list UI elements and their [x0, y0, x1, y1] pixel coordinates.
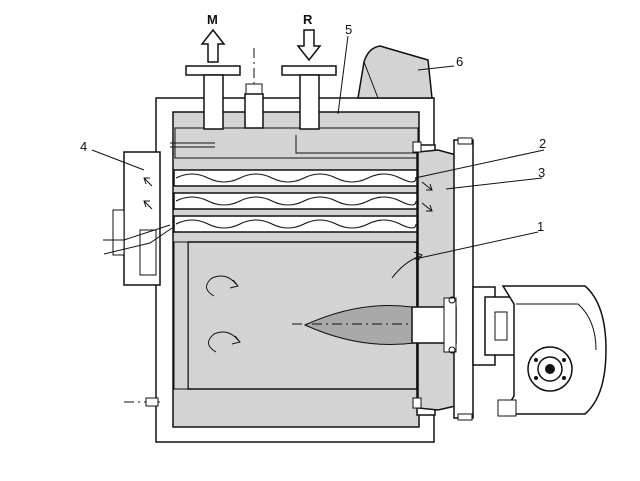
outlet-label: M — [207, 12, 218, 27]
turbulator-3 — [175, 219, 417, 229]
callout-5: 5 — [345, 22, 352, 37]
burner-motor — [527, 346, 573, 392]
flow-pipe — [185, 65, 241, 130]
return-pipe — [281, 65, 337, 130]
smoke-box — [103, 151, 173, 286]
burner-assembly — [411, 285, 607, 417]
front-door — [412, 137, 474, 421]
callout-4: 4 — [80, 139, 87, 154]
sensor-well — [244, 83, 264, 129]
fire-tube-passes — [173, 169, 419, 233]
control-panel — [357, 45, 433, 99]
turbulator-2 — [175, 196, 417, 206]
return-label: R — [303, 12, 313, 27]
turbulator-1 — [175, 173, 417, 183]
callout-2: 2 — [539, 136, 546, 151]
callout-3: 3 — [538, 165, 545, 180]
callout-6: 6 — [456, 54, 463, 69]
swirl-arrow-icon — [206, 251, 423, 353]
outlet-arrow-icon — [200, 28, 226, 63]
callout-1: 1 — [537, 219, 544, 234]
drain-valve — [145, 397, 159, 407]
return-arrow-icon — [296, 29, 322, 62]
gas-flow-arrows — [143, 177, 433, 212]
